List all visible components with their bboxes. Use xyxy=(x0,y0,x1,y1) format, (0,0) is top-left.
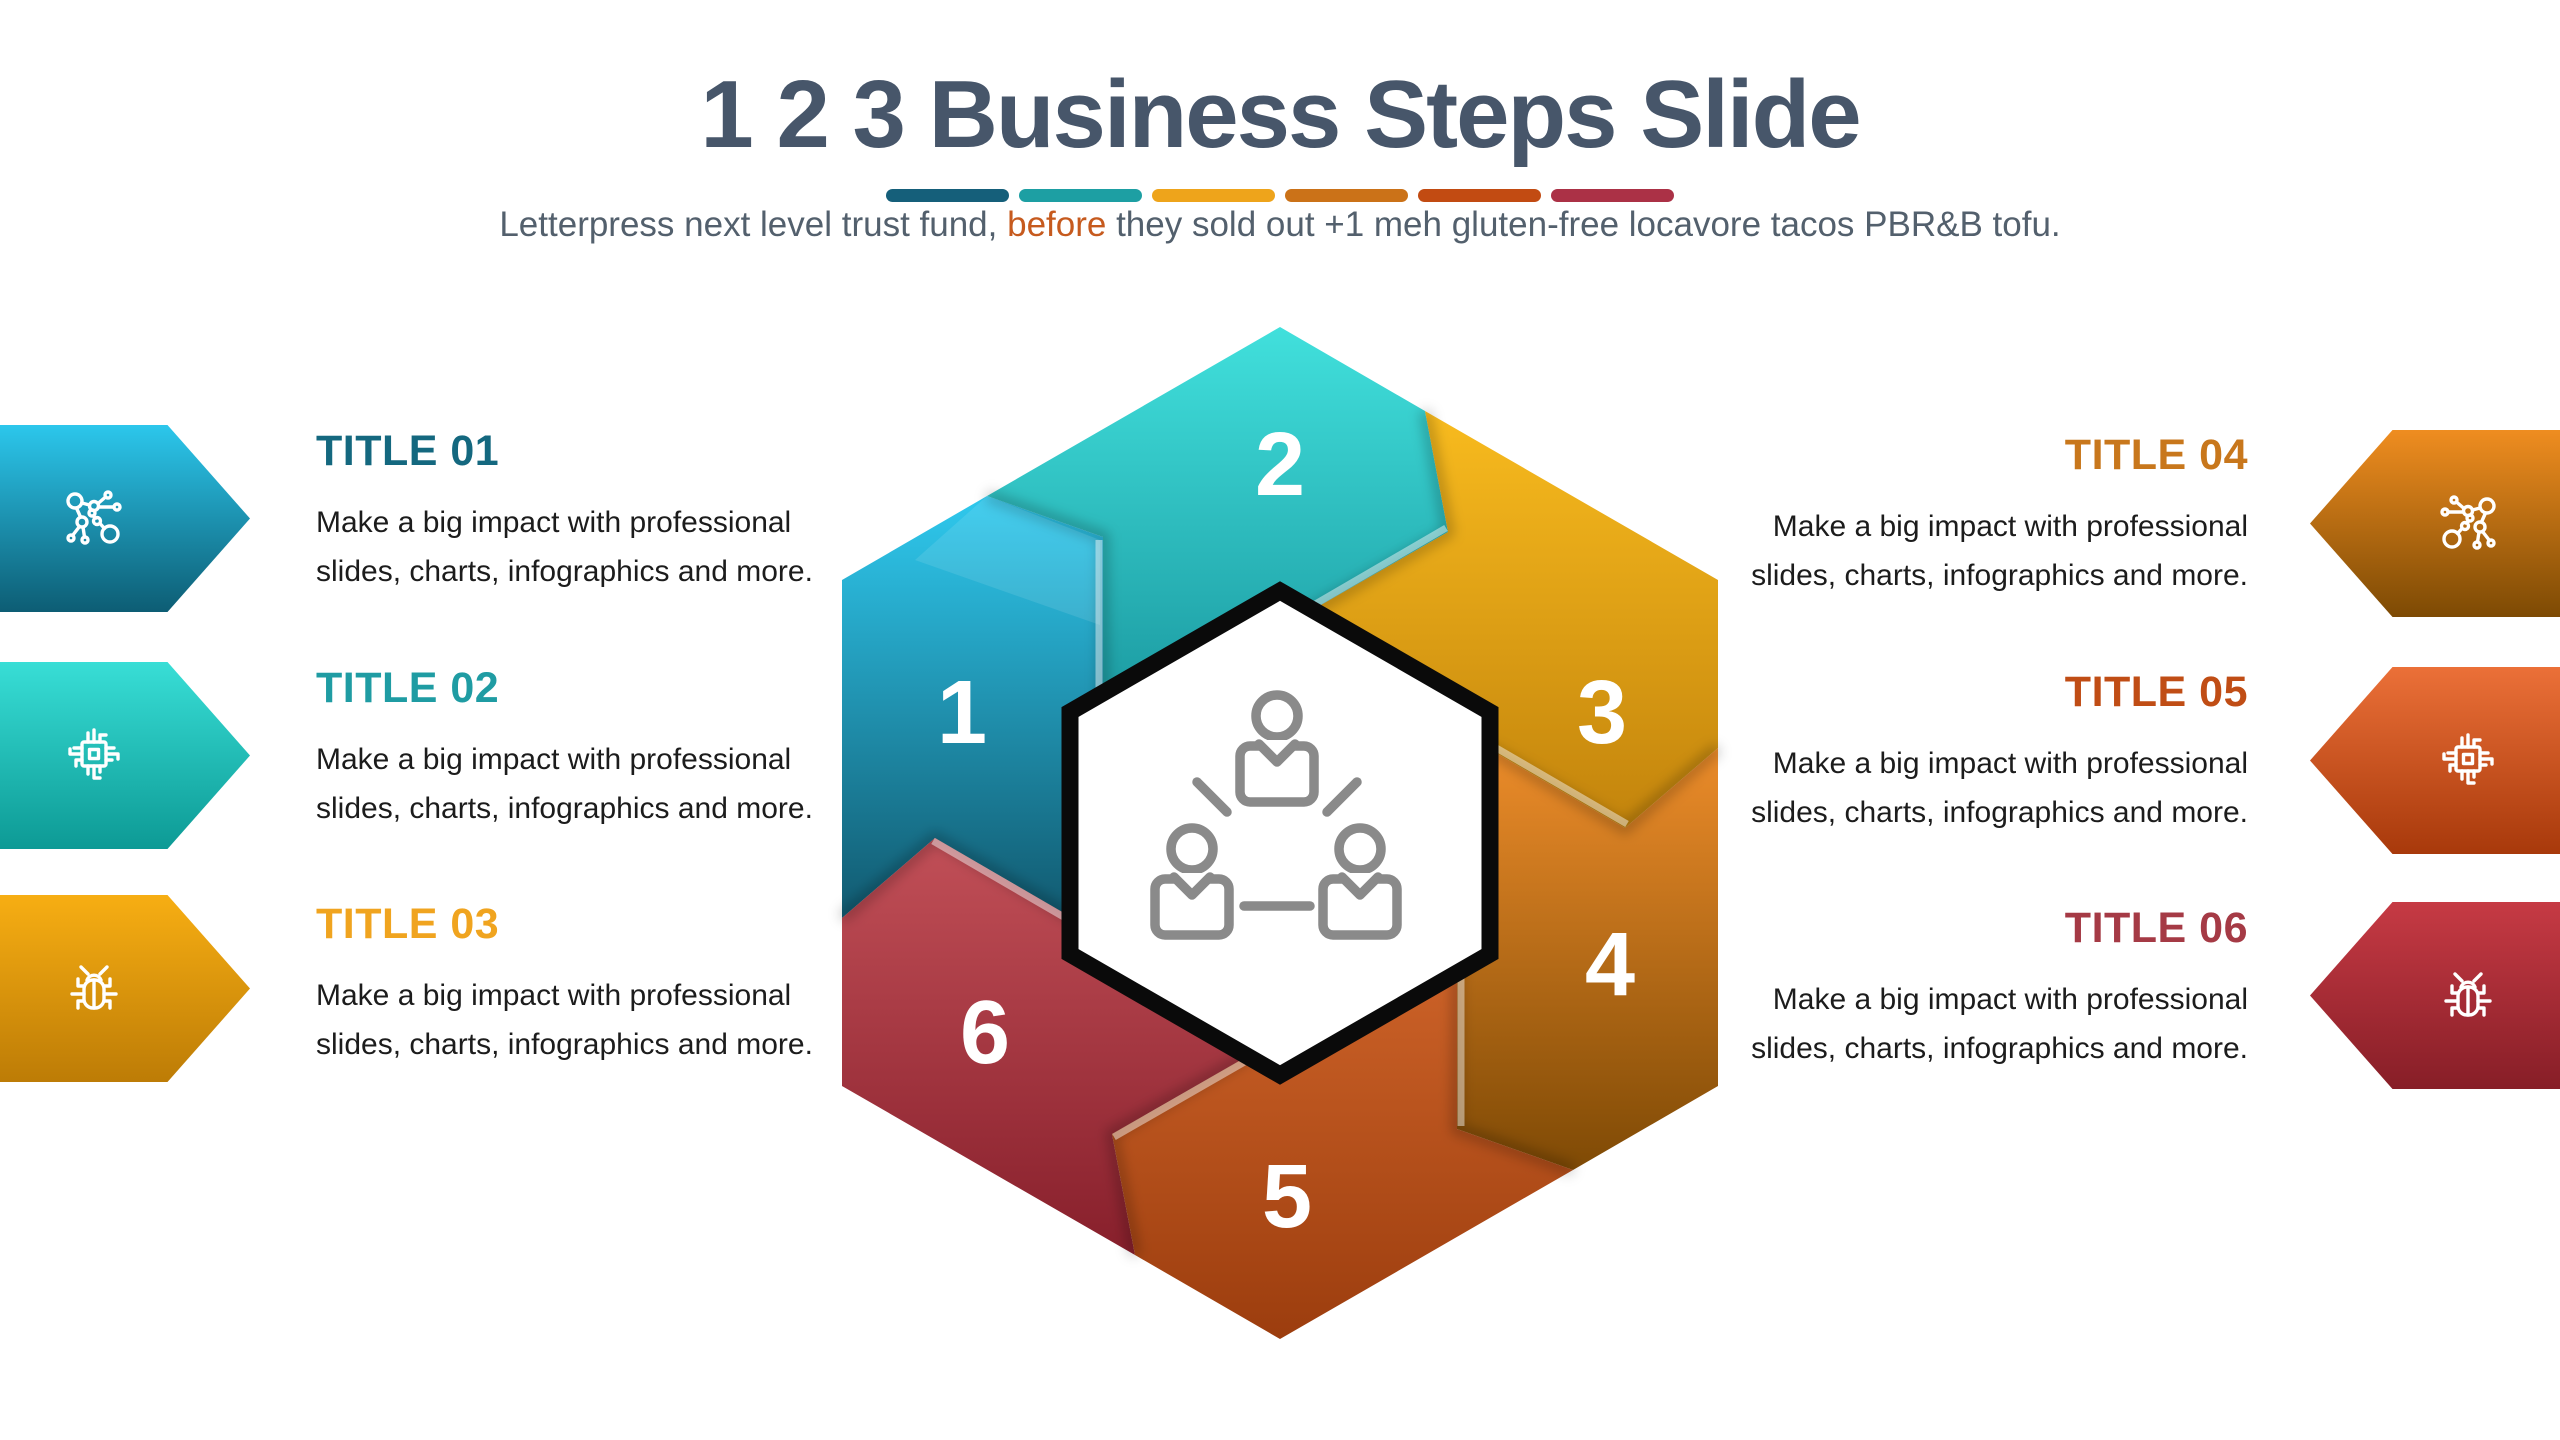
divider-dash xyxy=(1418,189,1541,202)
seam-shadows xyxy=(838,409,1722,1257)
step-02-text-block: TITLE 02 Make a big impact with professi… xyxy=(316,664,836,833)
segment-number-6: 6 xyxy=(960,983,1010,1083)
step-03-body-line1: Make a big impact with professional xyxy=(316,979,792,1013)
divider-dash xyxy=(886,189,1009,202)
step-02-title: TITLE 02 xyxy=(316,664,500,712)
divider-dash xyxy=(1551,189,1674,202)
segment-1-gloss xyxy=(915,496,1100,625)
segment-number-1: 1 xyxy=(937,663,987,763)
title-divider-dashes xyxy=(0,189,2560,202)
step-05-body: Make a big impact with professional slid… xyxy=(1728,740,2248,837)
center-hexagon xyxy=(1061,581,1499,1085)
step-05-text-block: TITLE 05 Make a big impact with professi… xyxy=(1728,668,2248,837)
step-01-body: Make a big impact with professional slid… xyxy=(316,499,836,596)
divider-dash xyxy=(1019,189,1142,202)
step-01-title: TITLE 01 xyxy=(316,427,500,475)
divider-dash xyxy=(1285,189,1408,202)
seam-highlights xyxy=(931,524,1629,1141)
step-03-text-block: TITLE 03 Make a big impact with professi… xyxy=(316,900,836,1069)
step-03-title: TITLE 03 xyxy=(316,900,500,948)
step-06-body-line1: Make a big impact with professional xyxy=(1772,983,2248,1017)
chip-icon xyxy=(2442,733,2494,785)
team-network-icon xyxy=(1150,690,1402,940)
step-06-title: TITLE 06 xyxy=(2064,904,2248,952)
segment-number-4: 4 xyxy=(1585,915,1635,1015)
step-04-text-block: TITLE 04 Make a big impact with professi… xyxy=(1728,431,2248,600)
step-04-body-line1: Make a big impact with professional xyxy=(1772,510,2248,544)
step-04-body-line2: slides, charts, infographics and more. xyxy=(1751,558,2248,592)
step-01-body-line2: slides, charts, infographics and more. xyxy=(316,554,813,588)
step-01-text-block: TITLE 01 Make a big impact with professi… xyxy=(316,427,836,596)
step-02-body: Make a big impact with professional slid… xyxy=(316,736,836,833)
step-06-body-line2: slides, charts, infographics and more. xyxy=(1751,1031,2248,1065)
bug-icon xyxy=(2444,972,2492,1017)
network-icon xyxy=(2440,495,2496,550)
subtitle: Letterpress next level trust fund, befor… xyxy=(0,202,2560,248)
step-01-body-line1: Make a big impact with professional xyxy=(316,506,792,540)
step-06-body: Make a big impact with professional slid… xyxy=(1728,976,2248,1073)
step-04-body: Make a big impact with professional slid… xyxy=(1728,503,2248,600)
step-03-body-line2: slides, charts, infographics and more. xyxy=(316,1027,813,1061)
step-02-body-line2: slides, charts, infographics and more. xyxy=(316,791,813,825)
segment-number-2: 2 xyxy=(1255,415,1305,515)
divider-dash xyxy=(1152,189,1275,202)
step-05-body-line2: slides, charts, infographics and more. xyxy=(1751,795,2248,829)
step-06-text-block: TITLE 06 Make a big impact with professi… xyxy=(1728,904,2248,1073)
step-05-body-line1: Make a big impact with professional xyxy=(1772,747,2248,781)
segment-number-3: 3 xyxy=(1577,663,1627,763)
segment-number-5: 5 xyxy=(1262,1147,1312,1247)
chip-icon xyxy=(68,728,120,780)
step-05-title: TITLE 05 xyxy=(2064,668,2248,716)
hex-segment-5 xyxy=(1112,833,1573,1339)
step-02-body-line1: Make a big impact with professional xyxy=(316,743,792,777)
hex-segment-2 xyxy=(987,327,1448,833)
page-title: 1 2 3 Business Steps Slide xyxy=(700,61,1861,168)
network-icon xyxy=(66,490,122,545)
subtitle-text-pre: Letterpress next level trust fund, xyxy=(499,205,1008,244)
bug-icon xyxy=(70,965,118,1010)
subtitle-text-post: they sold out +1 meh gluten-free locavor… xyxy=(1106,205,2061,244)
step-04-title: TITLE 04 xyxy=(2064,431,2248,479)
step-03-body: Make a big impact with professional slid… xyxy=(316,972,836,1069)
subtitle-highlight: before xyxy=(1007,205,1107,244)
